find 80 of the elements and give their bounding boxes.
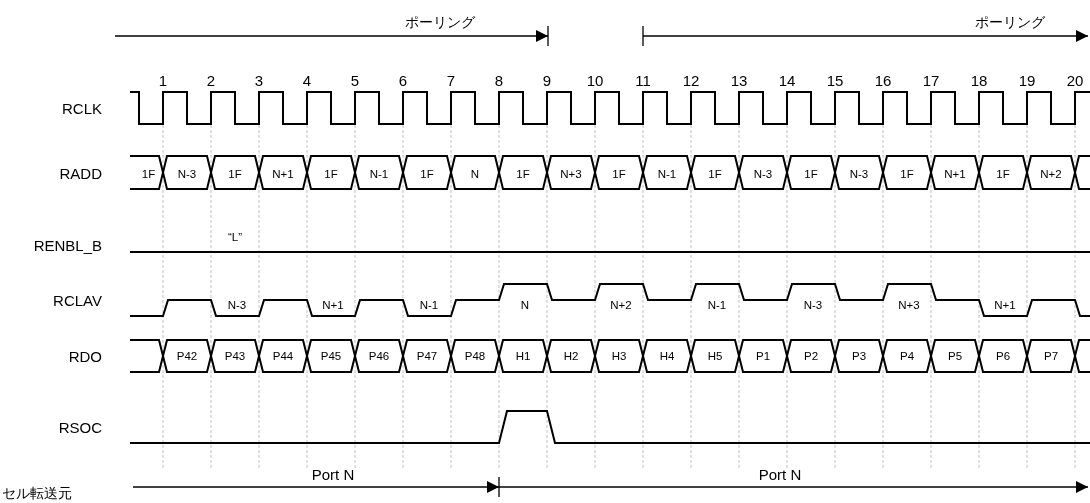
bus-value: P45 xyxy=(320,351,342,363)
clock-cycle-number: 7 xyxy=(446,72,456,88)
bus-value: N-1 xyxy=(657,169,677,181)
time-span-label: Port N xyxy=(758,466,802,482)
clock-cycle-number: 12 xyxy=(682,72,700,88)
bus-value: P43 xyxy=(224,351,246,363)
signal-value: N+1 xyxy=(994,300,1016,312)
signal-name: RCLK xyxy=(62,100,102,116)
signal-value: N-1 xyxy=(707,300,727,312)
bus-value: H3 xyxy=(611,351,627,363)
clock-cycle-number: 18 xyxy=(970,72,988,88)
clock-cycle-number: 3 xyxy=(254,72,264,88)
signal-name: RSOC xyxy=(58,419,102,435)
clock-cycle-number: 9 xyxy=(542,72,552,88)
signal-name: RCLAV xyxy=(53,292,102,308)
clock-cycle-number: 20 xyxy=(1066,72,1084,88)
bus-value: N+1 xyxy=(272,169,294,181)
bus-value: 1F xyxy=(900,169,914,181)
signal-value: N+1 xyxy=(322,300,344,312)
bus-value: 1F xyxy=(996,169,1010,181)
bus-value: 1F xyxy=(708,169,722,181)
clock-cycle-number: 4 xyxy=(302,72,312,88)
bus-value: N+3 xyxy=(560,169,582,181)
bus-value: P6 xyxy=(995,351,1011,363)
clock-cycle-number: 2 xyxy=(206,72,216,88)
clock-cycle-number: 13 xyxy=(730,72,748,88)
bus-value: 1F xyxy=(228,169,242,181)
clock-cycle-number: 19 xyxy=(1018,72,1036,88)
bus-value: 1F xyxy=(612,169,626,181)
bus-value: P46 xyxy=(368,351,390,363)
bus-value: P4 xyxy=(899,351,915,363)
bus-value: N-3 xyxy=(177,169,197,181)
signal-name: RADD xyxy=(59,165,102,181)
signal-name: RENBL_B xyxy=(33,237,102,253)
bus-value: P44 xyxy=(272,351,294,363)
bus-value: 1F xyxy=(141,169,156,181)
bus-value: N+1 xyxy=(944,169,966,181)
clock-cycle-number: 11 xyxy=(635,72,651,88)
bus-value: H2 xyxy=(563,351,579,363)
bus-value: 1F xyxy=(516,169,530,181)
clock-cycle-number: 1 xyxy=(158,72,168,88)
row-label: セル転送元 xyxy=(2,486,72,500)
bus-value: N xyxy=(470,169,480,181)
signal-value: N-3 xyxy=(803,300,823,312)
time-span-label: ポーリング xyxy=(975,15,1045,29)
bus-value: P7 xyxy=(1043,351,1059,363)
bus-value: N-1 xyxy=(369,169,389,181)
signal-value: N+3 xyxy=(898,300,920,312)
clock-cycle-number: 8 xyxy=(494,72,504,88)
signal-value: N xyxy=(520,300,530,312)
clock-cycle-number: 17 xyxy=(922,72,940,88)
signal-name: RDO xyxy=(68,348,102,364)
bus-value: 1F xyxy=(420,169,434,181)
bus-value: P1 xyxy=(755,351,771,363)
bus-value: P42 xyxy=(176,351,198,363)
bus-value: P48 xyxy=(464,351,486,363)
signal-level-label: “L” xyxy=(227,232,243,244)
bus-value: P5 xyxy=(947,351,963,363)
bus-value: N-3 xyxy=(849,169,869,181)
time-span-label: Port N xyxy=(311,466,355,482)
signal-value: N+2 xyxy=(610,300,632,312)
clock-cycle-number: 6 xyxy=(398,72,408,88)
bus-value: H5 xyxy=(707,351,723,363)
bus-value: H4 xyxy=(659,351,675,363)
bus-value: N-3 xyxy=(753,169,773,181)
clock-cycle-number: 16 xyxy=(874,72,892,88)
clock-cycle-number: 5 xyxy=(350,72,360,88)
bus-value: P3 xyxy=(851,351,867,363)
bus-value: P2 xyxy=(803,351,819,363)
bus-value: H1 xyxy=(515,351,531,363)
signal-value: N-3 xyxy=(227,300,247,312)
time-span-label: ポーリング xyxy=(405,15,475,29)
signal-value: N-1 xyxy=(419,300,439,312)
clock-cycle-number: 10 xyxy=(586,72,604,88)
bus-value: 1F xyxy=(804,169,818,181)
clock-cycle-number: 14 xyxy=(778,72,796,88)
clock-cycle-number: 15 xyxy=(826,72,844,88)
bus-value: N+2 xyxy=(1040,169,1062,181)
bus-value: P47 xyxy=(416,351,438,363)
bus-value: 1F xyxy=(324,169,338,181)
